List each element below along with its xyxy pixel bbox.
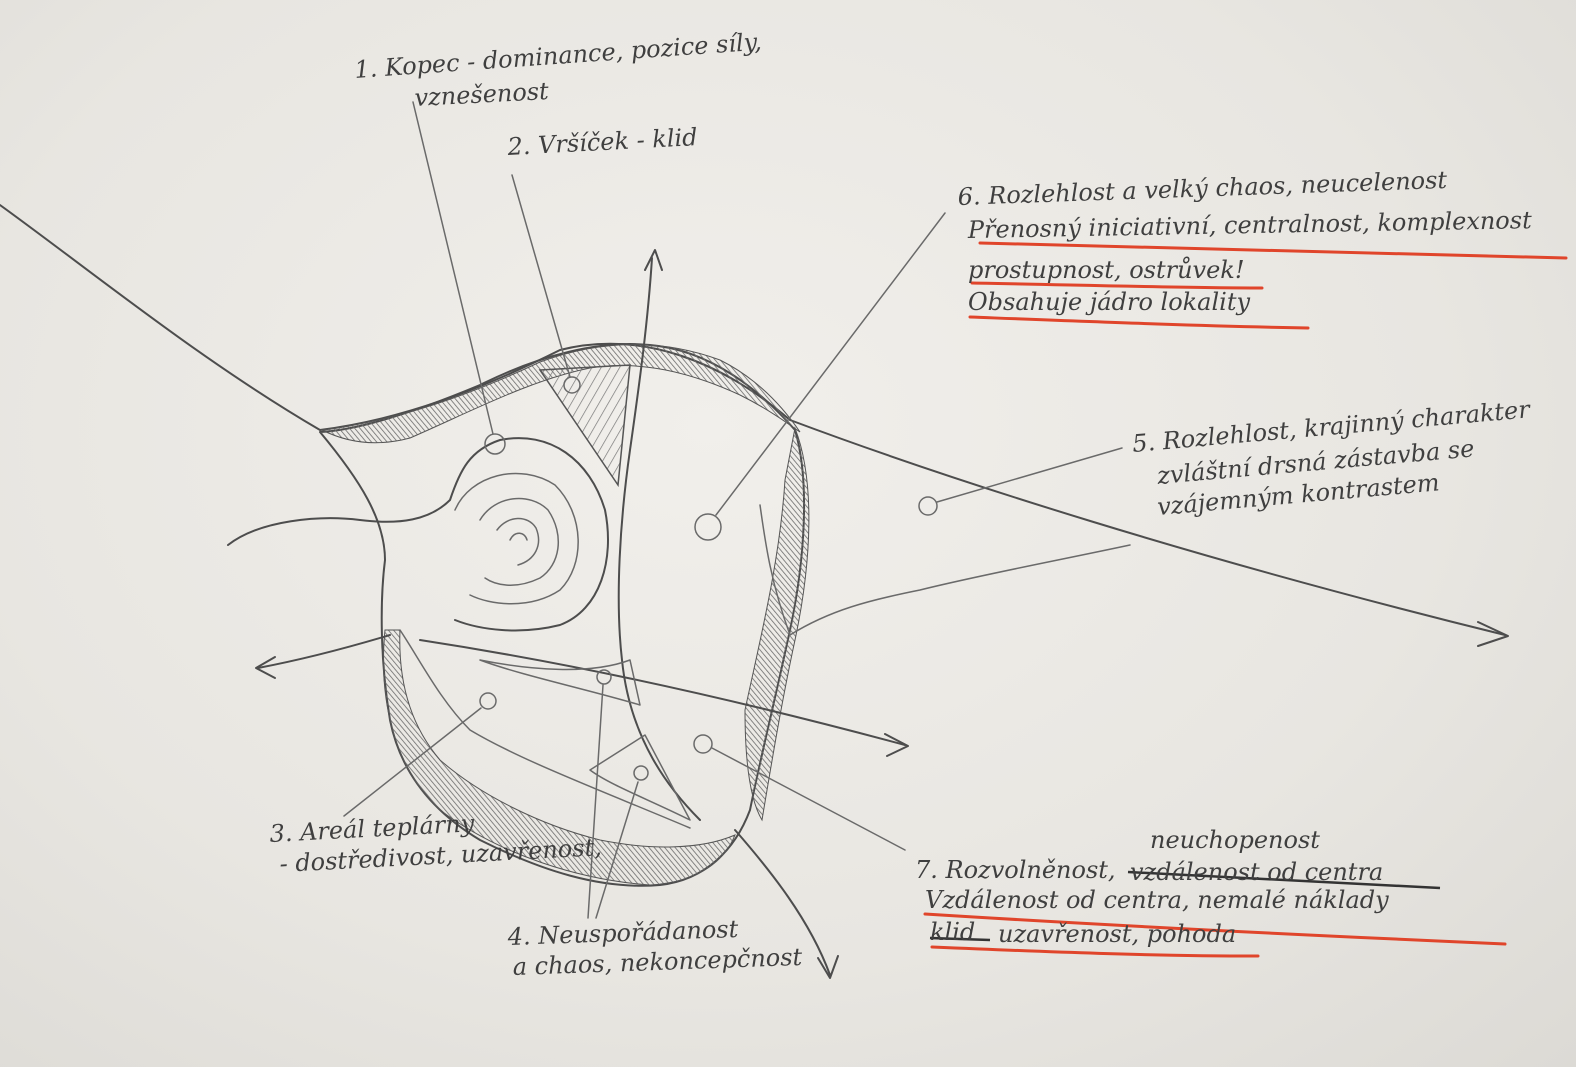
left-road bbox=[258, 635, 390, 668]
vertical-road bbox=[619, 258, 700, 820]
marker-6 bbox=[695, 514, 721, 540]
svg-text:6. Rozlehlost a velký chaos, n: 6. Rozlehlost a velký chaos, neucelenost bbox=[957, 166, 1448, 211]
note-6: 6. Rozlehlost a velký chaos, neucelenost… bbox=[957, 166, 1532, 316]
svg-text:1. Kopec - dominance, pozice s: 1. Kopec - dominance, pozice síly, bbox=[353, 28, 762, 84]
svg-text:prostupnost, ostrůvek!: prostupnost, ostrůvek! bbox=[968, 256, 1244, 284]
note-1: 1. Kopec - dominance, pozice síly, vzneš… bbox=[353, 28, 762, 112]
note-5: 5. Rozlehlost, krajinný charakter zvlášt… bbox=[1131, 395, 1532, 521]
marker-4a bbox=[597, 670, 611, 684]
svg-text:2. Vršíček - klid: 2. Vršíček - klid bbox=[506, 123, 698, 161]
svg-text:Vzdálenost od centra, nemalé n: Vzdálenost od centra, nemalé náklady bbox=[925, 886, 1389, 914]
svg-text:vzdálenost od centra: vzdálenost od centra bbox=[1130, 858, 1383, 886]
svg-text:Obsahuje jádro lokality: Obsahuje jádro lokality bbox=[968, 288, 1250, 316]
svg-text:vznešenost: vznešenost bbox=[414, 77, 550, 112]
note-3: 3. Areál teplárny - dostředivost, uzavře… bbox=[269, 809, 603, 878]
svg-text:Přenosný iniciativní, centraln: Přenosný iniciativní, centralnost, kompl… bbox=[967, 206, 1533, 244]
note-7: neuchopenost 7. Rozvolněnost, vzdálenost… bbox=[915, 826, 1389, 948]
hatched-triangle bbox=[540, 365, 630, 485]
svg-text:7. Rozvolněnost,: 7. Rozvolněnost, bbox=[915, 856, 1116, 884]
marker-4b bbox=[634, 766, 648, 780]
right-road bbox=[420, 640, 905, 745]
shaded-right-edge bbox=[745, 428, 809, 820]
svg-text:klid: klid bbox=[930, 918, 975, 946]
marker-5 bbox=[919, 497, 937, 515]
marker-7 bbox=[694, 735, 712, 753]
note-2: 2. Vršíček - klid bbox=[506, 123, 698, 161]
marker-3 bbox=[480, 693, 496, 709]
terrain-arrow-head bbox=[1478, 622, 1508, 646]
vertical-road-arrow bbox=[645, 250, 662, 270]
note-4: 4. Neuspořádanost a chaos, nekoncepčnost bbox=[506, 915, 803, 981]
hill-contours bbox=[228, 438, 608, 630]
svg-text:neuchopenost: neuchopenost bbox=[1150, 826, 1320, 854]
right-road-arrow bbox=[885, 734, 908, 756]
svg-text:uzavřenost, pohoda: uzavřenost, pohoda bbox=[998, 920, 1236, 948]
location-markers bbox=[480, 377, 937, 780]
